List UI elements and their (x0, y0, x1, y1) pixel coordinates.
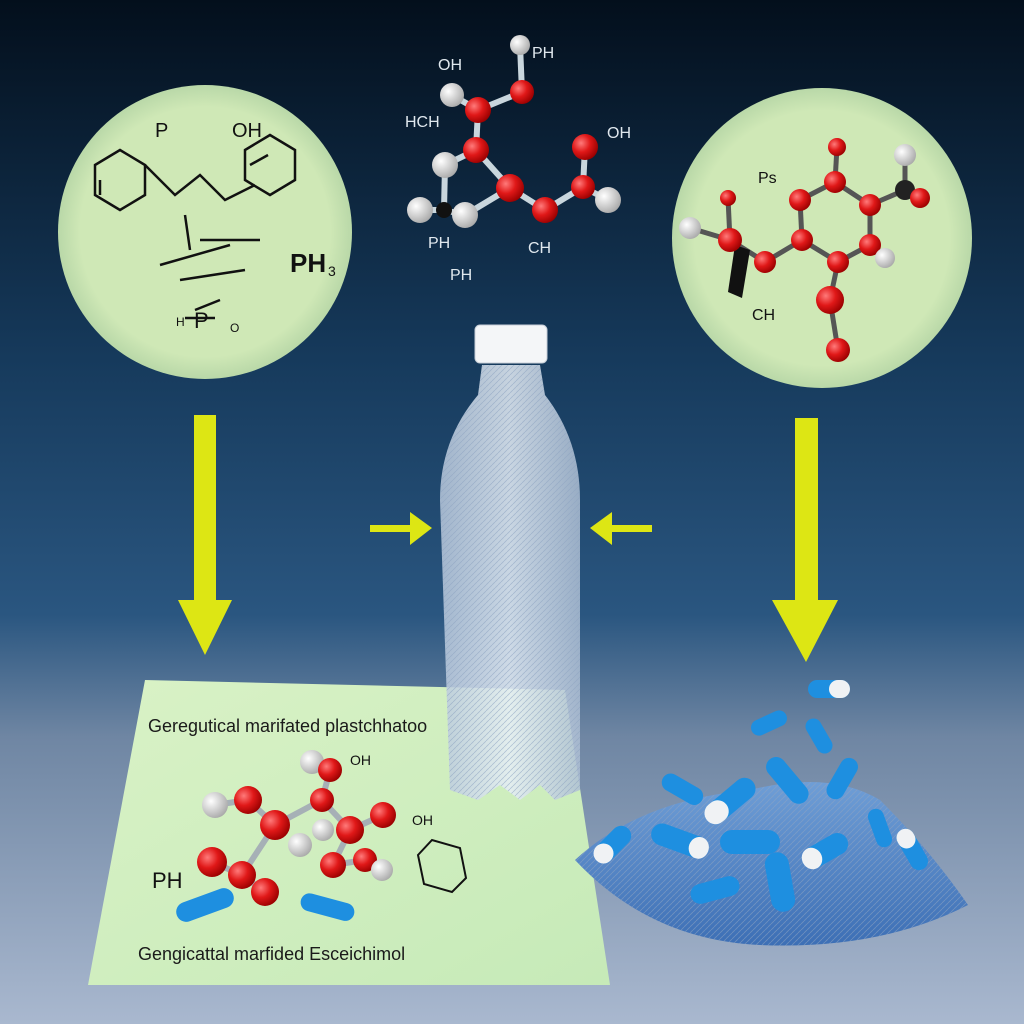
label-ph-bottom: PH (450, 267, 472, 284)
label-ph-top: PH (532, 45, 554, 62)
label-ph-left: PH (428, 235, 450, 252)
label-ch: CH (528, 240, 551, 257)
label-h: H (176, 315, 185, 329)
arrows (178, 415, 838, 662)
right-pointing-arrow (370, 512, 432, 545)
label-oh-right: OH (607, 125, 631, 142)
label-ph-paper: PH (152, 868, 183, 893)
label-oh-paper-2: OH (412, 812, 433, 828)
label-o: O (230, 321, 239, 335)
right-down-arrow (772, 418, 838, 662)
left-pointing-arrow (590, 512, 652, 545)
top-ball-and-stick-molecule: OH PH HCH OH PH CH PH (405, 35, 631, 284)
label-p: P (155, 120, 168, 142)
label-ps: Ps (758, 170, 777, 187)
label-oh-top: OH (438, 57, 462, 74)
label-oh-paper-1: OH (350, 752, 371, 768)
paper-title: Geregutical marifated plastchhatoo (148, 716, 427, 736)
left-down-arrow (178, 415, 232, 655)
label-ch-right: CH (752, 307, 775, 324)
label-ph: PH (290, 248, 326, 278)
plastic-bottle (440, 324, 580, 800)
label-oh: OH (232, 120, 262, 142)
label-hch: HCH (405, 114, 440, 131)
skeletal-formula (93, 133, 297, 320)
label-subscript-3: 3 (328, 263, 336, 279)
right-structure-circle: Ps CH (672, 88, 972, 388)
paper-caption: Gengicattal marfided Esceichimol (138, 944, 405, 964)
label-p-small: P (194, 308, 209, 333)
left-structure-circle: P OH PH 3 H P O (58, 85, 352, 379)
capsule-pile (575, 680, 968, 946)
